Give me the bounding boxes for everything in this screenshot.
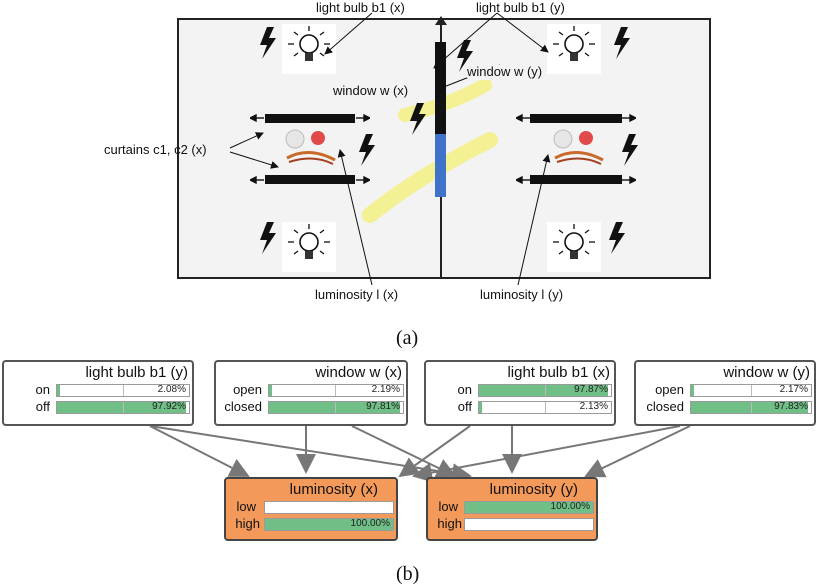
state-label: off [457,399,472,414]
bar-fill [465,502,593,513]
curtain-arrows-icon [516,113,636,185]
bar-fill [479,402,482,413]
node-title: window w (x) [315,364,402,381]
node-light-bulb-b1-x[interactable]: light bulb b1 (x) on off 97.87% 2.13% [424,360,616,426]
state-label: on [457,382,472,397]
probability-bar: 97.81% [268,401,404,414]
lightning-icon [609,222,625,254]
lightning-icon [260,222,276,254]
bulb-b1-y [547,24,601,74]
node-title: light bulb b1 (x) [507,364,610,381]
bar-fill [57,402,187,413]
lightbulb-icon [288,224,330,259]
lightning-icon [359,134,375,166]
window-glass [435,134,446,197]
bar-pct: 97.83% [774,401,808,412]
label-window-x: window w (x) [333,83,409,98]
probability-bar: 100.00% [464,501,594,514]
bar-fill [269,402,401,413]
bulb-b2-x [282,222,336,272]
bar-pct: 97.87% [574,384,608,395]
bar-pct: 2.19% [371,384,400,395]
curtain-c2-x [265,175,355,184]
curtain-arrows-icon [250,113,370,185]
divider-arrow-icon [435,16,447,25]
bar-pct: 100.00% [550,501,590,512]
state-label: closed [224,399,262,414]
bar-pct: 97.92% [152,401,186,412]
sensor-device-icon [553,129,604,165]
state-label: high [235,516,260,531]
lightning-icon [614,27,630,59]
bar-pct: 100.00% [350,518,390,529]
state-label: low [236,499,256,514]
sensor-device-icon [285,129,336,165]
bar-fill [691,385,694,396]
state-label: high [437,516,462,531]
lightbulb-icon [288,26,330,61]
node-title: light bulb b1 (y) [85,364,188,381]
probability-bar: 97.87% [478,384,612,397]
node-light-bulb-b1-y[interactable]: light bulb b1 (y) on off 2.08% 97.92% [2,360,194,426]
bar-fill [57,385,60,396]
probability-bar: 97.83% [690,401,812,414]
label-bulb-y: light bulb b1 (y) [476,0,565,15]
probability-bar: 2.13% [478,401,612,414]
network-edges [149,425,691,484]
bar-pct: 2.13% [579,401,608,412]
lightning-icon [410,103,426,135]
probability-bar [264,501,394,514]
label-window-y: window w (y) [467,64,543,79]
node-luminosity-y[interactable]: luminosity (y) low high 100.00% [426,477,598,541]
label-luminosity-y: luminosity l (y) [480,287,564,302]
bar-fill [269,385,272,396]
probability-bar: 97.92% [56,401,190,414]
lightning-icon [260,27,276,59]
bar-fill [265,519,393,530]
state-label: open [233,382,262,397]
node-title: window w (y) [723,364,810,381]
node-window-w-y[interactable]: window w (y) open closed 2.17% 97.83% [634,360,816,426]
label-bulb-x: light bulb b1 (x) [316,0,405,15]
bar-fill [479,385,609,396]
bar-pct: 97.81% [366,401,400,412]
node-window-w-x[interactable]: window w (x) open closed 2.19% 97.81% [214,360,408,426]
node-title: luminosity (x) [289,481,378,498]
bar-fill [691,402,809,413]
probability-bar: 100.00% [264,518,394,531]
lightning-icon [457,40,473,72]
node-title: luminosity (y) [489,481,578,498]
state-label: open [655,382,684,397]
curtain-c1-x [265,114,355,123]
bar-pct: 2.17% [779,384,808,395]
caption-a: (a) [396,327,419,349]
lightbulb-icon [553,26,595,61]
curtain-c2-y [530,175,622,184]
lightbulb-icon [553,224,595,259]
label-luminosity-x: luminosity l (x) [315,287,399,302]
bulb-b2-y [547,222,601,272]
bar-pct: 2.08% [157,384,186,395]
probability-bar: 2.08% [56,384,190,397]
probability-bar [464,518,594,531]
label-curtains: curtains c1, c2 (x) [104,142,207,157]
node-luminosity-x[interactable]: luminosity (x) low high 100.00% [224,477,398,541]
state-label: on [35,382,50,397]
probability-bar: 2.17% [690,384,812,397]
state-label: off [35,399,50,414]
state-label: low [438,499,458,514]
caption-b: (b) [396,563,420,585]
curtain-c1-y [530,114,622,123]
lightning-icon [622,134,638,166]
probability-bar: 2.19% [268,384,404,397]
state-label: closed [646,399,684,414]
leader-lines [229,12,551,286]
